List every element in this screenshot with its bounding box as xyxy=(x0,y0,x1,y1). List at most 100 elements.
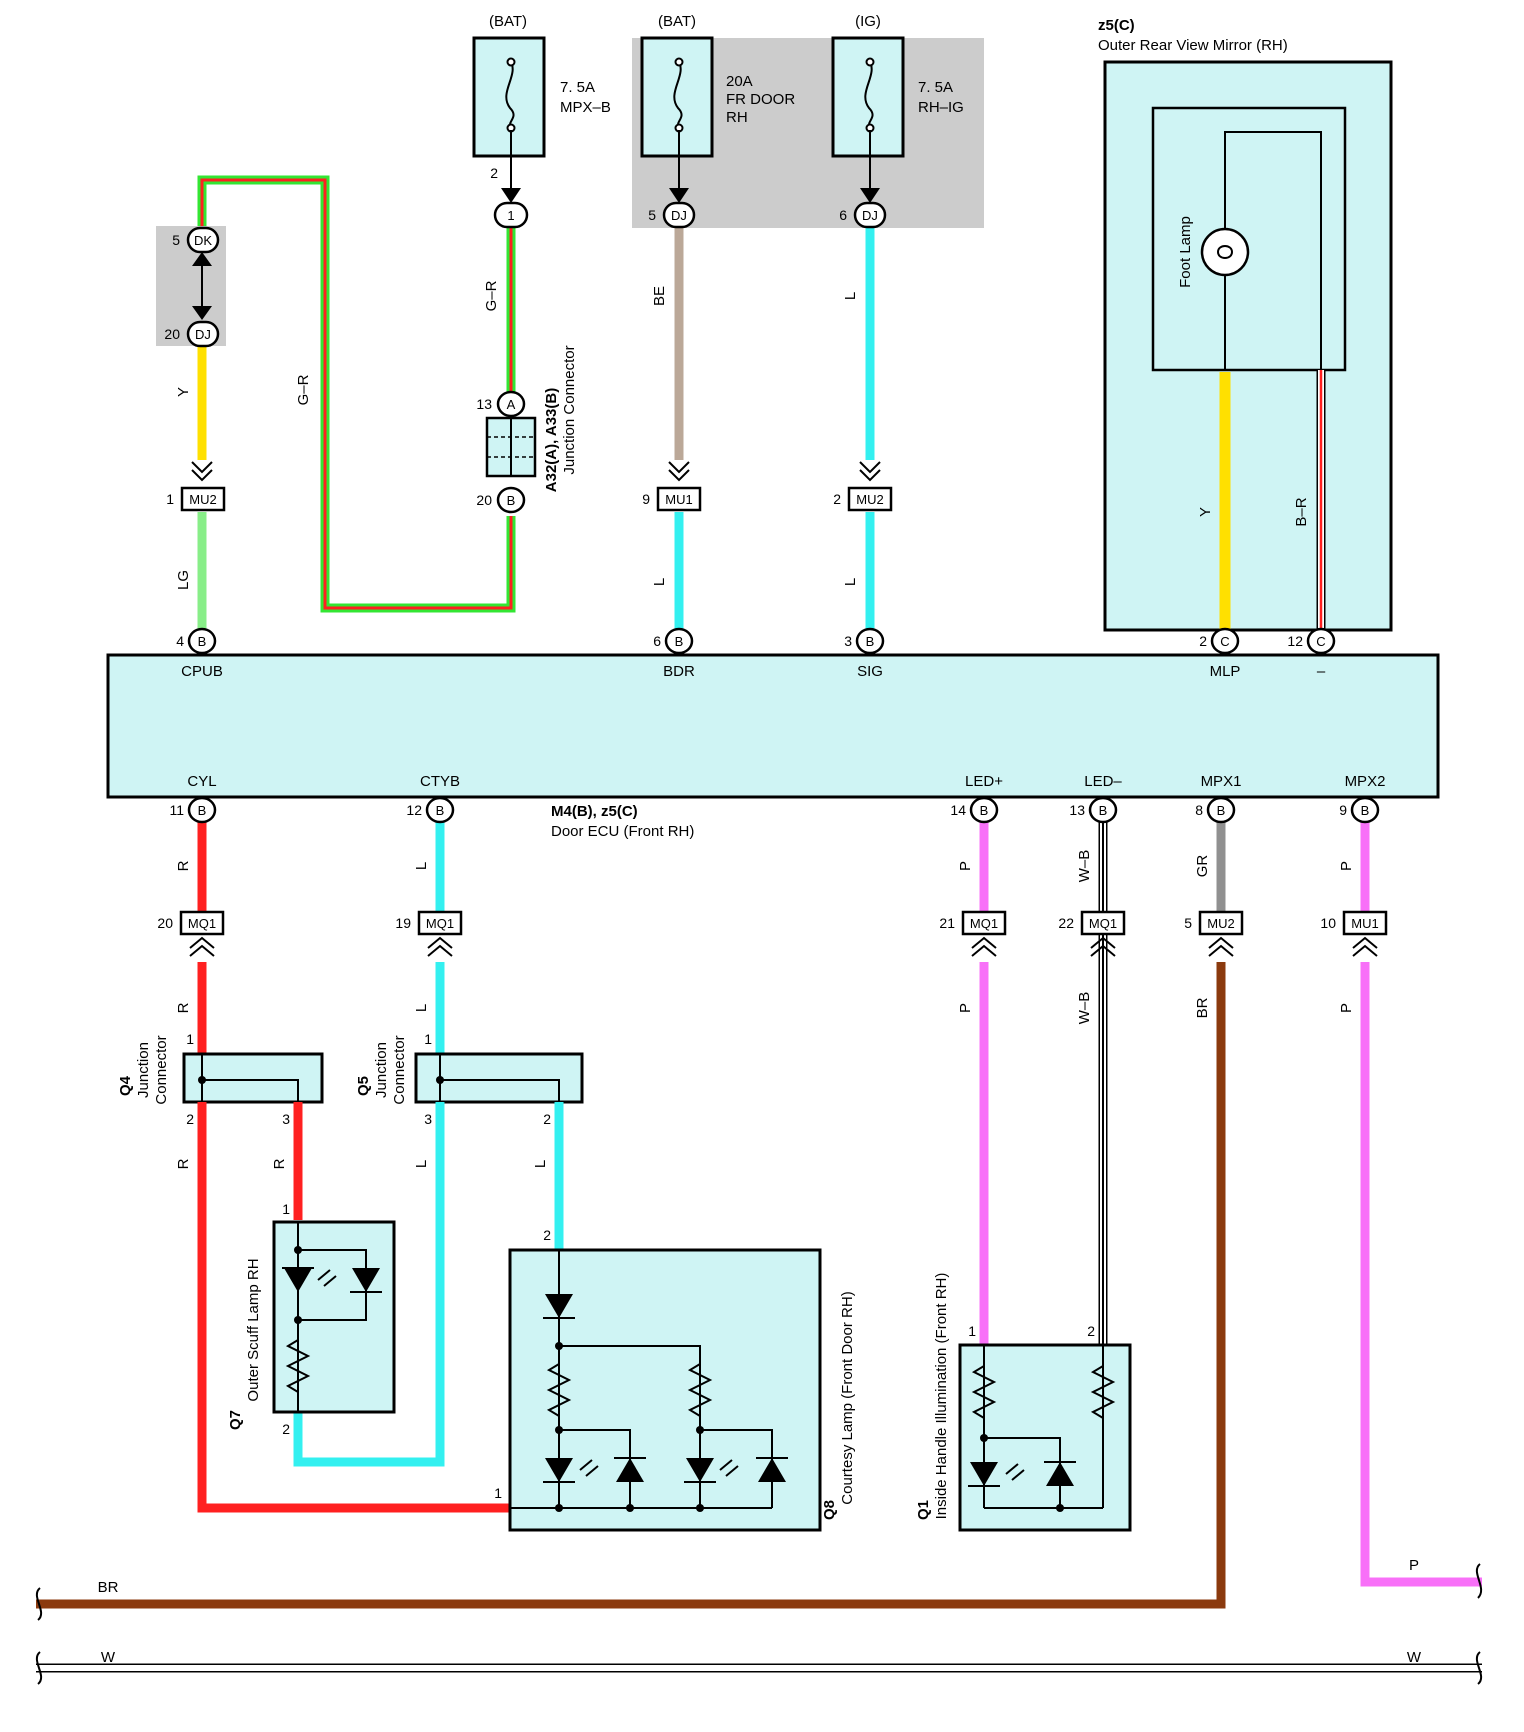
junction-pin: 13 xyxy=(476,396,492,412)
terminal-label-led-plus: LED+ xyxy=(965,773,1003,790)
connector-code: MQ1 xyxy=(1089,916,1117,931)
connector-dj-5: DJ 5 xyxy=(648,201,696,229)
led-icon xyxy=(545,1458,573,1482)
fuse-extra: RH xyxy=(726,109,748,126)
ecu-bottom-terminal-mpx2: B 9 xyxy=(1339,796,1380,824)
connector-pin: 9 xyxy=(642,491,650,507)
connector-pin: 20 xyxy=(157,915,173,931)
connector-inline-1: 1 xyxy=(493,201,529,229)
connector-code: DK xyxy=(194,233,212,248)
foot-lamp-bulb-icon xyxy=(1200,227,1250,277)
connector-arrow-icon xyxy=(859,461,881,482)
component-desc: Courtesy Lamp (Front Door RH) xyxy=(839,1291,856,1504)
connector-pin: 21 xyxy=(939,915,955,931)
diode-icon xyxy=(758,1458,786,1482)
arrow-up-icon xyxy=(192,252,212,266)
connector-mu1-9: MU1 9 xyxy=(642,486,702,512)
connector-code: DJ xyxy=(671,208,687,223)
terminal-pin: 3 xyxy=(844,633,852,649)
terminal-conn: C xyxy=(1220,634,1229,649)
outer-rear-view-mirror: z5(C) Outer Rear View Mirror (RH) Foot L… xyxy=(1098,17,1393,632)
component-pin: 1 xyxy=(968,1323,976,1339)
connector-mu1-10: MU1 10 xyxy=(1320,910,1388,936)
connector-pin: 10 xyxy=(1320,915,1336,931)
junction-pin: 2 xyxy=(543,1111,551,1127)
ecu-bottom-terminal-led-plus: B 14 xyxy=(950,796,999,824)
connector-arrow-icon xyxy=(1090,936,1116,957)
wire-label: Y xyxy=(175,387,192,397)
diode-icon xyxy=(545,1294,573,1318)
ecu-name: M4(B), z5(C) xyxy=(551,803,638,820)
component-desc: Inside Handle Illumination (Front RH) xyxy=(933,1273,950,1520)
connector-dj-6: DJ 6 xyxy=(839,201,887,229)
wire-label: L xyxy=(413,1160,430,1168)
wire-label: W–B xyxy=(1076,850,1093,883)
wire-label: L xyxy=(842,578,859,586)
ecu-top-terminal-sig: B 3 SIG xyxy=(844,627,885,680)
junction-connector-a32-a33: A 13 B 20 A32(A), A33(B) Junction Connec… xyxy=(476,345,578,514)
component-pin: 1 xyxy=(282,1201,290,1217)
connector-pin: 6 xyxy=(839,207,847,223)
connector-pin: 1 xyxy=(166,491,174,507)
arrow-down-icon xyxy=(192,306,212,320)
wire-label: GR xyxy=(1194,855,1211,878)
fuse-name: RH–IG xyxy=(918,99,964,116)
connector-arrow-icon xyxy=(971,936,997,957)
break-mark-icon xyxy=(1475,1563,1483,1599)
terminal-label-ctyb: CTYB xyxy=(420,773,460,790)
terminal-label: MLP xyxy=(1210,663,1241,680)
wire-label: P xyxy=(1409,1557,1419,1574)
junction-conn: B xyxy=(507,493,516,508)
terminal-label: BDR xyxy=(663,663,695,680)
ecu-top-terminal-bdr: B 6 BDR xyxy=(653,627,695,680)
break-mark-icon xyxy=(1475,1651,1483,1685)
wire-label: W xyxy=(1407,1649,1422,1666)
connector-mu2-5: MU2 5 xyxy=(1184,910,1244,936)
connector-code: MU2 xyxy=(189,492,216,507)
resistor-icon xyxy=(1090,1365,1116,1419)
component-pin: 2 xyxy=(543,1227,551,1243)
terminal-pin: 6 xyxy=(653,633,661,649)
fuse-name: FR DOOR xyxy=(726,91,795,108)
led-icon xyxy=(284,1268,312,1292)
component-pin: 1 xyxy=(494,1485,502,1501)
connector-dk: DK 5 xyxy=(172,226,220,254)
terminal-label: – xyxy=(1317,663,1326,680)
wire-label: BE xyxy=(651,286,668,306)
wire-label: R xyxy=(175,860,192,871)
fuse-fr-door-rh: (BAT) 20A FR DOOR RH xyxy=(640,13,795,158)
junction-pin: 20 xyxy=(476,492,492,508)
connector-code: MU2 xyxy=(856,492,883,507)
wire-label: W xyxy=(101,1649,116,1666)
junction-pin: 1 xyxy=(186,1031,194,1047)
terminal-label-cyl: CYL xyxy=(187,773,216,790)
wire-label: L xyxy=(651,578,668,586)
component-name: Q8 xyxy=(821,1500,838,1520)
arrow-icon xyxy=(501,188,521,203)
terminal-pin: 11 xyxy=(169,802,184,818)
wire-label: L xyxy=(413,862,430,870)
fuse-supply: (IG) xyxy=(855,13,881,30)
terminal-label: CPUB xyxy=(181,663,223,680)
terminal-conn: B xyxy=(198,803,207,818)
wire-label: L xyxy=(413,1004,430,1012)
connector-arrow-icon xyxy=(191,461,213,482)
connector-code: MU2 xyxy=(1207,916,1234,931)
ecu-bottom-terminal-led-minus: B 13 xyxy=(1069,796,1118,824)
connector-arrow-icon xyxy=(1352,936,1378,957)
ecu-desc: Door ECU (Front RH) xyxy=(551,823,694,840)
connector-code: MQ1 xyxy=(970,916,998,931)
connector-dj-20: DJ 20 xyxy=(164,320,220,348)
wire-label: G–R xyxy=(295,374,312,405)
connector-pin: 22 xyxy=(1058,915,1074,931)
junction-desc: Junction Connector xyxy=(561,345,578,474)
wire-label: P xyxy=(957,861,974,871)
terminal-pin: 2 xyxy=(1199,633,1207,649)
led-icon xyxy=(686,1458,714,1482)
connector-code: DJ xyxy=(862,208,878,223)
diode-icon xyxy=(1046,1462,1074,1486)
connector-pin: 20 xyxy=(164,326,180,342)
component-q7-outer-scuff-lamp: 1 2 Q7 Outer Scuff Lamp RH xyxy=(227,1201,396,1437)
fuse-rh-ig: (IG) 7. 5A RH–IG xyxy=(831,13,964,158)
